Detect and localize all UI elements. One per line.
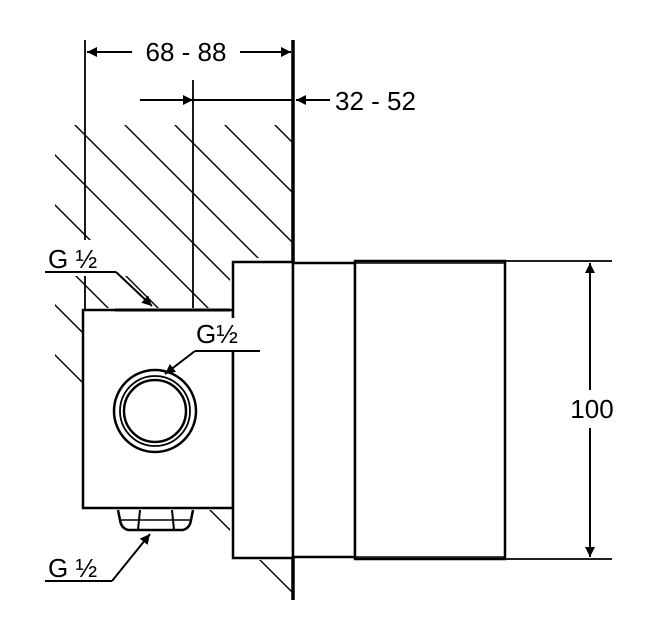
sleeve xyxy=(353,259,507,561)
mixer-upper-block xyxy=(231,260,295,560)
mounting-rosette xyxy=(291,261,357,559)
top-connection-label: G ½ xyxy=(48,244,97,274)
bottom-connection-nut xyxy=(116,509,195,532)
side-connection-label: G½ xyxy=(196,319,238,349)
top-connection-label-group: G ½ xyxy=(40,240,153,307)
bottom-connection-label-group: G ½ xyxy=(40,533,151,586)
dimension-height: 100 xyxy=(570,394,613,424)
dimension-body-depth: 32 - 52 xyxy=(335,86,416,116)
bottom-connection-label: G ½ xyxy=(48,553,97,583)
side-connection-port xyxy=(112,368,198,454)
dimension-wall-depth: 68 - 88 xyxy=(146,37,227,67)
side-connection-label-group: G½ xyxy=(164,318,260,375)
